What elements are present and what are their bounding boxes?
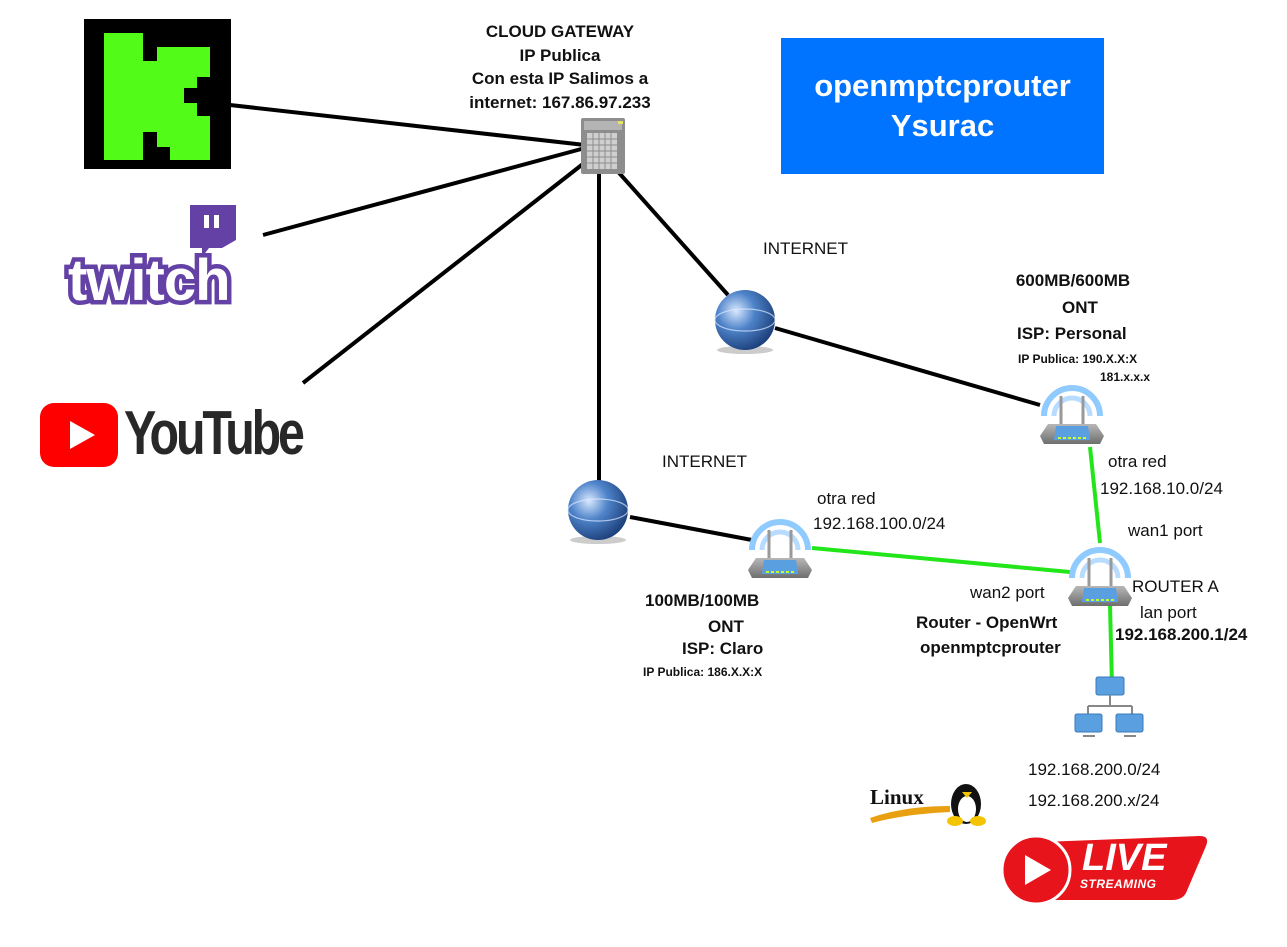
internet-label-top: INTERNET [763,239,848,258]
link-gateway-twitch [262,146,586,237]
server-icon [581,118,625,174]
router-desc-openwrt: Router - OpenWrt [916,613,1058,632]
net-claro-cidr: 192.168.100.0/24 [813,514,946,533]
lan-network-icon [1074,676,1144,737]
router-name: ROUTER A [1132,577,1219,596]
kick-logo [84,19,231,169]
link-internet-ont-personal [774,326,1041,407]
ont-personal-ip: IP Publica: 190.X.X:X [1018,352,1138,366]
gateway-ip-label: IP Publica [519,45,601,65]
ont-personal-speed: 600MB/600MB [1015,271,1131,290]
ont-claro-speed: 100MB/100MB [645,591,760,610]
youtube-play-icon [40,403,118,467]
net-claro-label: otra red [817,489,876,508]
live-streaming-badge [1000,834,1208,906]
router-icon-ont-personal [1040,385,1104,444]
gateway-public-ip: internet: 167.86.97.233 [469,92,651,112]
link-gateway-internet-top [610,163,730,297]
ont-personal-ip2: 181.x.x.x [1100,370,1151,384]
live-text: LIVE [1082,837,1167,879]
gateway-note: Con esta IP Salimos a [471,69,649,88]
ont-claro-isp: ISP: Claro [682,639,764,658]
lan-network-cidr: 192.168.200.0/24 [1028,760,1161,779]
banner-line2: Ysurac [890,108,995,143]
link-gateway-kick [229,103,586,147]
tux-penguin-icon [870,784,986,826]
gateway-title: CLOUD GATEWAY [485,22,635,41]
router-wan1-port: wan1 port [1128,521,1203,540]
router-lan-ip: 192.168.200.1/24 [1115,625,1248,644]
ont-personal-type: ONT [1062,298,1098,317]
link-router-lan [1108,604,1114,687]
lan-hosts-cidr: 192.168.200.x/24 [1028,791,1160,810]
youtube-wordmark: YouTube [124,399,305,468]
router-desc-omr: openmptcprouter [920,638,1061,657]
twitch-logo [190,205,236,257]
net-personal-label: otra red [1108,452,1167,471]
globe-icon-top [714,290,776,354]
globe-icon-bottom [567,480,629,544]
ont-personal-isp: ISP: Personal [1017,324,1127,343]
net-personal-cidr: 192.168.10.0/24 [1100,479,1223,498]
twitch-wordmark: twitch [64,244,236,318]
link-internet-ont-claro [629,515,753,542]
router-lan-port: lan port [1140,603,1197,622]
router-wan2-port: wan2 port [970,583,1045,602]
ont-claro-ip: IP Publica: 186.X.X:X [643,665,763,679]
router-icon-router-a [1068,547,1132,606]
link-ont-claro-router [811,546,1071,574]
gateway-label: CLOUD GATEWAY IP Publica Con esta IP Sal… [440,20,680,114]
linux-wordmark: Linux [870,785,924,809]
router-icon-ont-claro [748,519,812,578]
title-banner: openmptcprouter Ysurac [781,38,1104,174]
link-gateway-youtube [301,158,590,385]
streaming-text: STREAMING [1080,877,1157,891]
internet-label-bottom: INTERNET [662,452,747,471]
ont-claro-type: ONT [708,617,744,636]
link-ont-personal-router [1088,446,1102,544]
banner-line1: openmptcprouter [814,68,1071,103]
